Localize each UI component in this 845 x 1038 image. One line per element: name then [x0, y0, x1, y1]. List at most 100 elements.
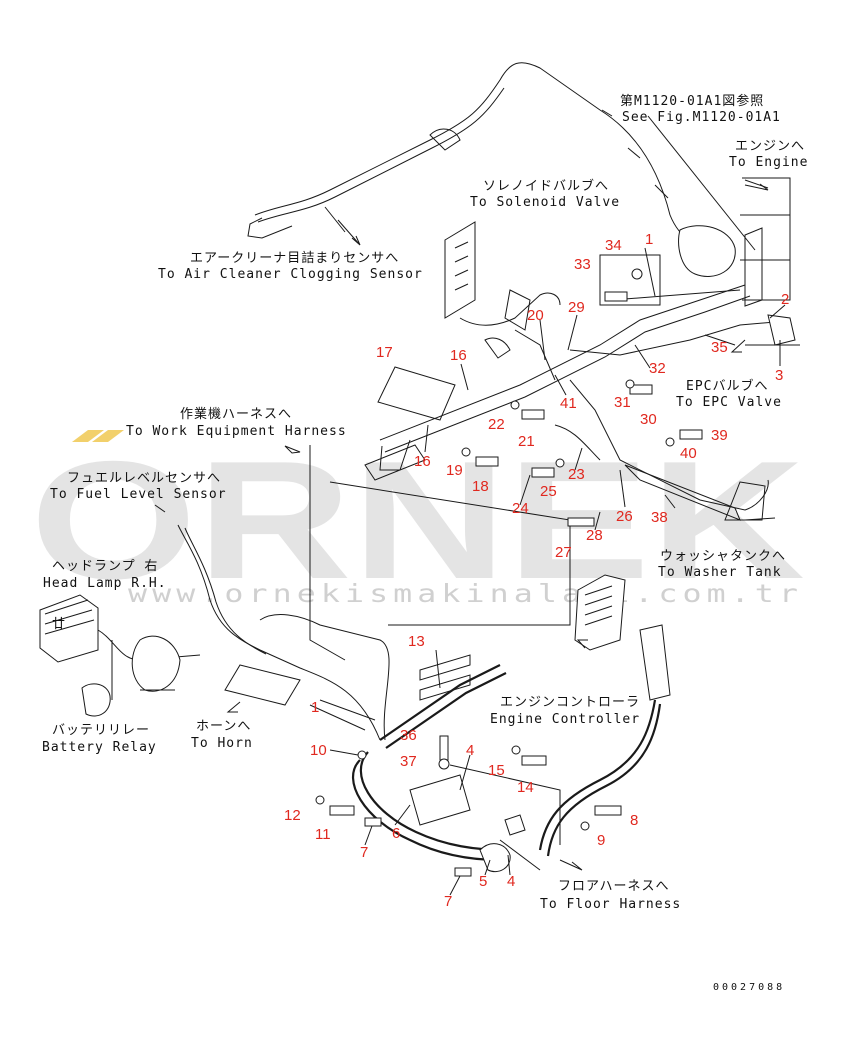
callout-22: 22: [488, 416, 505, 433]
callout-4: 4: [466, 742, 474, 759]
watermark-brand: ORNEK: [30, 426, 805, 614]
floor-en: To Floor Harness: [540, 897, 681, 912]
bolt-11: [329, 805, 355, 816]
fuel-jp: フュエルレベルセンサへ: [67, 471, 221, 486]
callout-39: 39: [711, 427, 728, 444]
clip-7: [364, 817, 382, 827]
callout-5: 5: [479, 873, 487, 890]
callout-28: 28: [586, 527, 603, 544]
callout-16: 16: [450, 347, 467, 364]
lamp-mark: 廿: [52, 617, 66, 632]
callout-33: 33: [574, 256, 591, 273]
callout-12: 12: [284, 807, 301, 824]
battery-en: Battery Relay: [42, 740, 157, 755]
bolt-24: [531, 467, 555, 478]
washer-22: [510, 400, 520, 410]
battery-jp: バッテリリレー: [52, 723, 150, 738]
callout-27: 27: [555, 544, 572, 561]
callout-19: 19: [446, 462, 463, 479]
callout-23: 23: [568, 466, 585, 483]
washer-19: [461, 447, 471, 457]
callout-36: 36: [400, 727, 417, 744]
harness-lines: [39, 62, 800, 873]
washer-12: [315, 795, 325, 805]
epc-jp: EPCバルブへ: [686, 378, 768, 394]
fasteners: [315, 268, 703, 877]
battery-relay-body: [81, 683, 111, 717]
controller-en: Engine Controller: [490, 712, 640, 727]
drawing-code: 00027088: [713, 982, 785, 993]
callout-10: 10: [310, 742, 327, 759]
watermark-url: www.ornekismakinalari.com.tr: [128, 579, 803, 608]
watermark-accent: [92, 430, 124, 442]
washer-9: [580, 821, 590, 831]
callout-31: 31: [614, 394, 631, 411]
callout-2: 2: [781, 291, 789, 308]
bolt-30: [629, 384, 653, 395]
callout-1b: 1: [311, 699, 319, 716]
leader-lines: [309, 247, 786, 896]
pin-27: [567, 517, 595, 527]
callout-7b: 7: [444, 893, 452, 910]
clip-7b: [454, 867, 472, 877]
bolt-18: [475, 456, 499, 467]
callout-7: 7: [360, 844, 368, 861]
epc-en: To EPC Valve: [676, 395, 782, 410]
callout-9: 9: [597, 832, 605, 849]
callout-1: 1: [645, 231, 653, 248]
callout-4b: 4: [507, 873, 515, 890]
callout-numbers: 1 2 3 4 5 6 7 8 9 10 11 12 13 14 15 16 1…: [284, 231, 789, 910]
head-lamp-en: Head Lamp R.H.: [43, 576, 167, 591]
callout-41: 41: [560, 395, 577, 412]
clamp-10: [357, 750, 367, 760]
callout-24: 24: [512, 500, 529, 517]
callout-20: 20: [527, 307, 544, 324]
bolt-39: [679, 429, 703, 440]
callout-8: 8: [630, 812, 638, 829]
horn-en: To Horn: [191, 736, 253, 751]
callout-17: 17: [376, 344, 393, 361]
engine-jp: エンジンへ: [735, 139, 805, 154]
engine-en: To Engine: [729, 155, 808, 170]
washer-40: [665, 437, 675, 447]
callout-6: 6: [392, 825, 400, 842]
callout-15: 15: [488, 762, 505, 779]
washer-25: [555, 458, 565, 468]
callout-14: 14: [517, 779, 534, 796]
washer-37: [438, 758, 450, 770]
callout-26: 26: [616, 508, 633, 525]
ref-fig-jp: 第M1120-01A1図参照: [620, 93, 764, 109]
ref-fig-en: See Fig.M1120-01A1: [622, 110, 781, 125]
callout-32: 32: [649, 360, 666, 377]
callout-29: 29: [568, 299, 585, 316]
washer-15: [511, 745, 521, 755]
work-eq-en: To Work Equipment Harness: [126, 424, 347, 439]
bolt-14: [521, 755, 547, 766]
callout-16b: 16: [414, 453, 431, 470]
controller-jp: エンジンコントローラ: [500, 695, 640, 710]
air-cleaner-en: To Air Cleaner Clogging Sensor: [158, 267, 423, 282]
callout-21: 21: [518, 433, 535, 450]
washer-en: To Washer Tank: [658, 565, 782, 580]
callout-30: 30: [640, 411, 657, 428]
callout-35: 35: [711, 339, 728, 356]
watermark-accent: [72, 430, 104, 442]
callout-13: 13: [408, 633, 425, 650]
callout-38: 38: [651, 509, 668, 526]
solenoid-jp: ソレノイドバルブへ: [483, 178, 609, 194]
callout-34: 34: [605, 237, 622, 254]
washer-34: [631, 268, 643, 280]
watermark: ORNEK www.ornekismakinalari.com.tr: [30, 426, 805, 614]
bolt-33: [604, 291, 628, 302]
callout-37: 37: [400, 753, 417, 770]
fuel-en: To Fuel Level Sensor: [50, 487, 227, 502]
bolt-8: [594, 805, 622, 816]
callout-3: 3: [775, 367, 783, 384]
washer-jp: ウォッシャタンクへ: [660, 549, 786, 564]
work-eq-jp: 作業機ハーネスへ: [180, 406, 292, 422]
solenoid-en: To Solenoid Valve: [470, 195, 620, 210]
head-lamp-body: [39, 594, 99, 663]
callout-25: 25: [540, 483, 557, 500]
head-lamp-jp: ヘッドランプ 右: [52, 559, 158, 574]
